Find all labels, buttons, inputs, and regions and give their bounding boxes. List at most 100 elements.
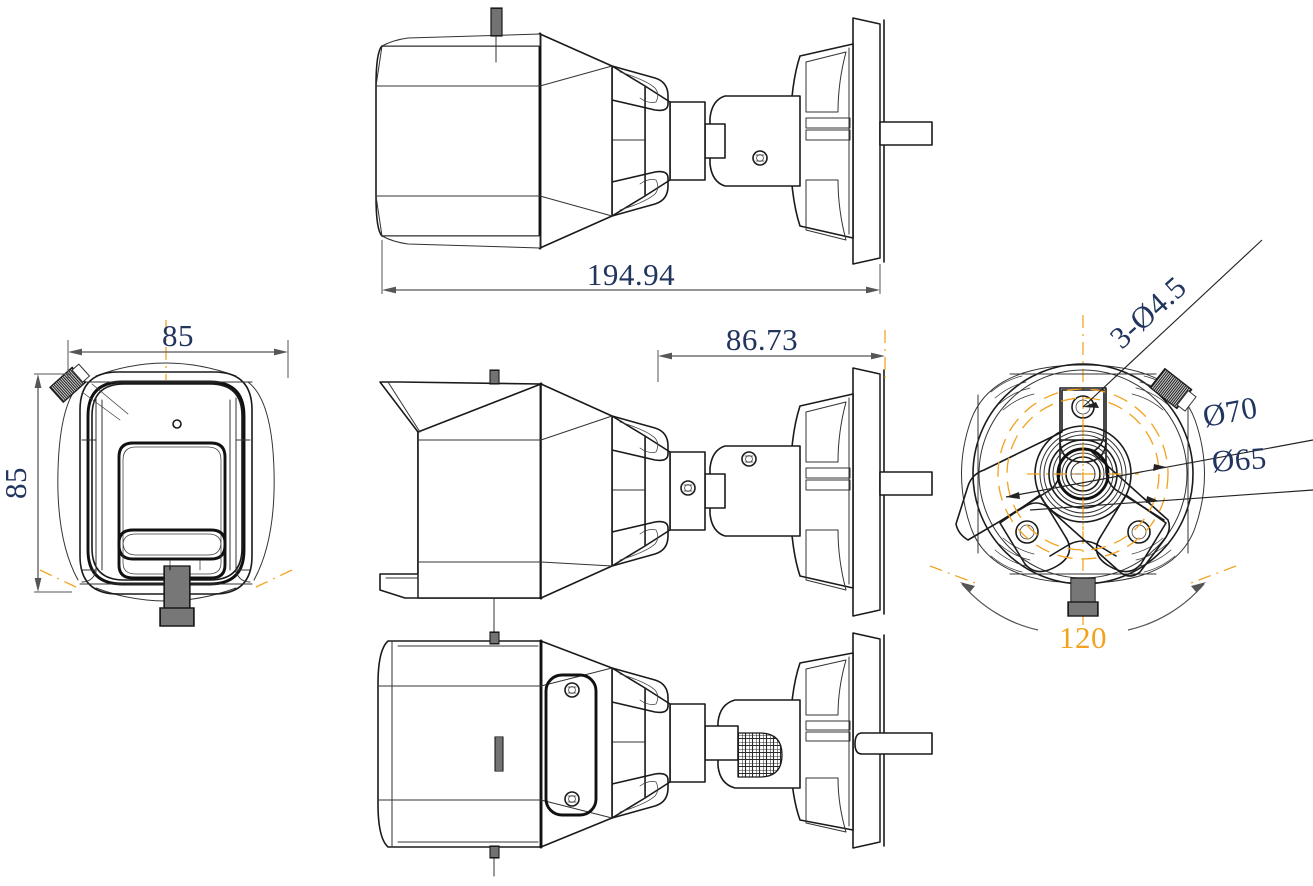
mount-hole-br: [1127, 520, 1151, 544]
mount-slot-b-bottom: [805, 731, 851, 742]
front-view: 85 85: [0, 318, 293, 627]
leader-line-holes: [1082, 239, 1263, 408]
top-view: 194.94: [375, 7, 933, 294]
arrow-left-86: [658, 352, 672, 360]
body-main-right: [539, 33, 613, 249]
plate-screw-top-inner: [568, 686, 576, 694]
body-parting-upper-bottom: [377, 667, 613, 687]
knuckle-screw-side-cross: [744, 455, 754, 463]
dimension-body-width: 85: [67, 318, 289, 378]
arrow-h-bottom: [34, 578, 42, 592]
mount-hole-bl: [1015, 520, 1039, 544]
hood-rail-top-inner: [619, 71, 659, 103]
mount-flute-bottom-bottom: [805, 777, 847, 833]
plate-screw-top: [564, 682, 580, 698]
dim-label-body-height: 85: [0, 467, 33, 499]
bolt-circle-70: [997, 388, 1169, 560]
neck-shaft: [704, 123, 726, 159]
angle-arrow-right: [1191, 582, 1206, 592]
leader-arrow-holes: [1083, 402, 1099, 408]
arrow-left: [382, 286, 396, 294]
hood-rail-top-bottom: [611, 667, 669, 714]
hood-right-arc: [247, 381, 275, 581]
arrow-right-86: [871, 352, 885, 360]
angle-arc-right: [1127, 583, 1205, 631]
dim-label-overall-length: 194.94: [587, 257, 675, 292]
vent-strip: [494, 736, 504, 772]
shade-lip-upper: [387, 381, 421, 433]
cable-connector: [159, 607, 195, 627]
mount-flute-bottom-side: [805, 529, 847, 591]
conduit-stub-side: [879, 471, 933, 496]
hood-rail-top-side: [611, 415, 669, 462]
antenna-screw: [490, 7, 503, 37]
mount-slot-a: [805, 117, 851, 129]
hood-rail-bottom-inner: [619, 179, 659, 211]
cable-strain: [169, 559, 201, 571]
arrow-right: [866, 286, 880, 294]
body-bottom-face: [381, 235, 541, 249]
neck-shaft-side: [704, 473, 726, 509]
knuckle-screw-cross: [755, 154, 765, 162]
body-rear-cone-side: [611, 415, 646, 567]
body-main-bottom: [377, 640, 542, 848]
dim-label-inner-circle: Ø65: [1211, 440, 1268, 479]
dimension-overall-length: 194.94: [381, 240, 881, 294]
body-parting-upper: [375, 65, 613, 87]
collar-screw-side-inner: [684, 484, 692, 492]
mount-slot-b: [805, 129, 851, 141]
dimension-mount-offset: 86.73: [657, 322, 886, 382]
slot-bottom-left: [999, 494, 1071, 573]
dim-label-hole-angle: 120: [1059, 620, 1107, 655]
leader-arrow-65: [1146, 496, 1159, 503]
side-view: 86.73: [379, 322, 933, 629]
plate-screw-top-cross: [567, 686, 577, 694]
knuckle-arm: [709, 95, 801, 187]
body-rear-cone: [611, 65, 646, 217]
antenna-screw-side: [489, 369, 500, 385]
bottom-view: [377, 611, 933, 877]
body-parting-lower-side: [417, 561, 613, 567]
lens-ring-3: [1043, 434, 1123, 514]
hood-rail-bottom-side: [611, 520, 669, 567]
hood-rail-bottom-bottom-inner: [619, 781, 659, 813]
collar-screw-side: [680, 480, 696, 496]
dimension-hole-angle: 120: [929, 565, 1237, 655]
connector-lead-b: [91, 383, 129, 415]
leader-arrow-70-a: [1006, 492, 1020, 499]
mount-flute-top: [805, 51, 847, 113]
body-cap-edges: [375, 45, 383, 237]
access-plate: [544, 673, 598, 817]
base-connector-tip: [1176, 390, 1197, 412]
hood-rail-top-side-inner: [619, 421, 659, 453]
antenna-connector-tip: [71, 363, 90, 383]
hood-rail-bottom: [611, 170, 669, 217]
wall-plate: [852, 17, 881, 265]
hood-rail-top-bottom-inner: [619, 673, 659, 705]
angle-centerlines: [929, 565, 1237, 584]
leader-arrow-70-b: [1153, 464, 1166, 471]
lens-centerlines: [1027, 418, 1139, 530]
dim-label-body-width: 85: [162, 318, 194, 353]
hood-rail-bottom-side-inner: [619, 529, 659, 561]
dim-label-mount-offset: 86.73: [726, 322, 798, 357]
rail-right: [229, 397, 237, 573]
hood-shell-outer: [79, 371, 253, 595]
plate-screw-bottom-inner: [568, 795, 576, 803]
swivel-collar-bottom: [669, 703, 706, 783]
cable-ferrule-top: [489, 631, 500, 645]
ir-led-strip: [117, 528, 227, 580]
rail-left: [95, 397, 103, 573]
dimension-body-height: 85: [0, 373, 72, 593]
centerline-corner-bl: [39, 569, 79, 589]
mount-flute-top-bottom: [805, 659, 847, 716]
lens-window-inner: [122, 446, 222, 556]
conduit-stub: [879, 121, 933, 146]
swivel-collar: [669, 101, 706, 181]
lens-window: [117, 441, 227, 561]
leader-line-65: [1029, 489, 1313, 511]
slot-bottom-right: [1095, 494, 1167, 573]
base-cable-connector: [1067, 601, 1099, 617]
plate-screw-bottom-cross: [567, 795, 577, 803]
mount-flute-top-side: [805, 401, 847, 463]
